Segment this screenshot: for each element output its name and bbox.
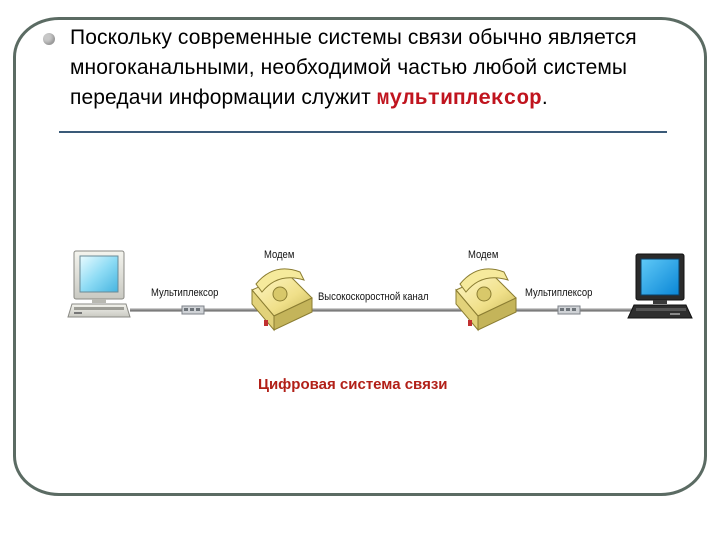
multiplexer-right-icon: [557, 305, 581, 315]
modem-left-label: Модем: [264, 249, 295, 261]
modem-right-icon: [455, 268, 517, 332]
modem-left-icon: [251, 268, 313, 332]
multiplexer-right-label: Мультиплексор: [525, 287, 593, 299]
text-underline-rule: [59, 131, 667, 133]
computer-right-icon: [627, 253, 693, 319]
multiplexer-left-label: Мультиплексор: [151, 287, 219, 299]
bullet-paragraph: Поскольку современные системы связи обыч…: [70, 23, 680, 115]
multiplexer-left-icon: [181, 305, 205, 315]
bullet-end: .: [541, 86, 548, 109]
diagram-graphics: [67, 250, 693, 332]
diagram-caption: Цифровая система связи: [258, 376, 448, 393]
network-diagram: Модем Модем Мультиплексор Высокоскоростн…: [60, 232, 710, 342]
slide-frame: [13, 17, 707, 496]
computer-left-icon: [67, 250, 131, 318]
channel-label: Высокоскоростной канал: [318, 291, 429, 303]
modem-right-label: Модем: [468, 249, 499, 261]
bullet-icon: [43, 33, 55, 45]
bullet-text: Поскольку современные системы связи обыч…: [70, 26, 637, 109]
highlight-term: мультиплексор: [376, 88, 542, 111]
